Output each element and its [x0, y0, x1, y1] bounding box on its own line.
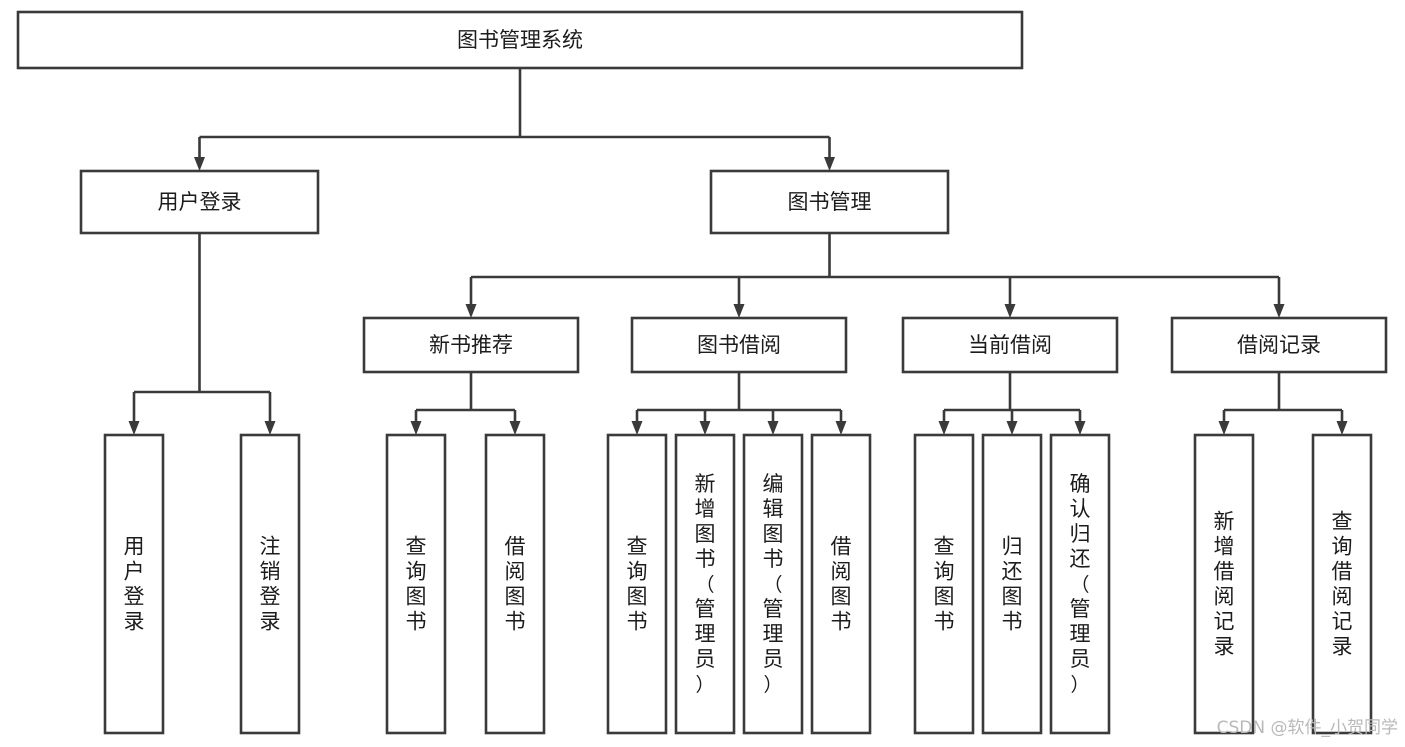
node-leaf-2[interactable]: 查询图书 [385, 433, 447, 735]
node-box[interactable] [606, 433, 668, 735]
arrow-head-icon [1273, 304, 1285, 318]
node-root-0[interactable]: 图书管理系统 [16, 10, 1024, 70]
node-box[interactable] [709, 169, 950, 235]
node-leaf-11[interactable]: 新增借阅记录 [1193, 433, 1255, 735]
node-l2-1[interactable]: 图书管理 [709, 169, 950, 235]
node-label: 图书借阅 [697, 333, 781, 357]
node-label: 归还图书 [1002, 535, 1023, 634]
node-box[interactable] [385, 433, 447, 735]
node-label: 注销登录 [260, 535, 281, 634]
node-box[interactable] [16, 10, 1024, 70]
arrow-head-icon [733, 304, 745, 318]
connector-group-user-login [128, 233, 276, 435]
node-leaf-12[interactable]: 查询借阅记录 [1311, 433, 1373, 735]
arrow-head-icon [509, 421, 521, 435]
node-l3-0[interactable]: 新书推荐 [362, 316, 580, 374]
node-label: 当前借阅 [968, 333, 1052, 357]
arrow-head-icon [128, 421, 140, 435]
node-leaf-6[interactable]: 编辑图书（管理员） [742, 433, 804, 735]
connector-group-l3-3 [1218, 372, 1348, 435]
arrow-head-icon [1336, 421, 1348, 435]
node-label: 借阅图书 [831, 535, 852, 634]
arrow-head-icon [1218, 421, 1230, 435]
node-label: 查询图书 [406, 535, 427, 634]
node-box[interactable] [103, 433, 165, 735]
arrow-head-icon [410, 421, 422, 435]
node-box[interactable] [810, 433, 872, 735]
node-leaf-3[interactable]: 借阅图书 [484, 433, 546, 735]
node-box[interactable] [981, 433, 1043, 735]
node-label: 用户登录 [158, 190, 242, 214]
node-leaf-9[interactable]: 归还图书 [981, 433, 1043, 735]
node-box[interactable] [1170, 316, 1388, 374]
arrow-head-icon [465, 304, 477, 318]
node-label: 借阅图书 [505, 535, 526, 634]
connector-group-l3-1 [631, 372, 847, 435]
node-label: 新书推荐 [429, 333, 513, 357]
node-label: 查询借阅记录 [1332, 510, 1353, 659]
node-l3-1[interactable]: 图书借阅 [630, 316, 848, 374]
node-label: 查询图书 [934, 535, 955, 634]
node-box[interactable] [674, 433, 736, 735]
connector-layer [128, 68, 1348, 435]
node-l2-0[interactable]: 用户登录 [79, 169, 320, 235]
arrow-head-icon [1006, 421, 1018, 435]
node-box[interactable] [630, 316, 848, 374]
arrow-head-icon [824, 157, 835, 171]
arrow-head-icon [767, 421, 779, 435]
node-label: 新增图书（管理员） [695, 472, 716, 696]
node-box[interactable] [901, 316, 1119, 374]
arrow-head-icon [1004, 304, 1016, 318]
node-layer: 图书管理系统用户登录图书管理新书推荐图书借阅当前借阅借阅记录用户登录注销登录查询… [16, 10, 1388, 735]
node-box[interactable] [913, 433, 975, 735]
connector-group-root [194, 68, 835, 171]
node-box[interactable] [1193, 433, 1255, 735]
node-leaf-1[interactable]: 注销登录 [239, 433, 301, 735]
node-box[interactable] [1311, 433, 1373, 735]
node-label: 借阅记录 [1237, 333, 1321, 357]
arrow-head-icon [699, 421, 711, 435]
node-label: 图书管理系统 [457, 28, 583, 52]
csdn-watermark: CSDN @软件_小贺同学 [1217, 718, 1398, 738]
node-box[interactable] [742, 433, 804, 735]
node-l3-3[interactable]: 借阅记录 [1170, 316, 1388, 374]
node-label: 查询图书 [627, 535, 648, 634]
arrow-head-icon [938, 421, 950, 435]
node-box[interactable] [1049, 433, 1111, 735]
node-label: 图书管理 [788, 190, 872, 214]
node-label: 编辑图书（管理员） [763, 472, 784, 696]
arrow-head-icon [835, 421, 847, 435]
node-label: 新增借阅记录 [1214, 510, 1235, 659]
node-l3-2[interactable]: 当前借阅 [901, 316, 1119, 374]
node-leaf-7[interactable]: 借阅图书 [810, 433, 872, 735]
node-box[interactable] [79, 169, 320, 235]
arrow-head-icon [194, 157, 205, 171]
arrow-head-icon [264, 421, 276, 435]
node-label: 确认归还（管理员） [1070, 472, 1091, 696]
node-leaf-10[interactable]: 确认归还（管理员） [1049, 433, 1111, 735]
node-leaf-0[interactable]: 用户登录 [103, 433, 165, 735]
node-leaf-4[interactable]: 查询图书 [606, 433, 668, 735]
node-box[interactable] [484, 433, 546, 735]
node-leaf-5[interactable]: 新增图书（管理员） [674, 433, 736, 735]
connector-group-l3-2 [938, 372, 1086, 435]
connector-group-book-management [465, 233, 1285, 318]
arrow-head-icon [631, 421, 643, 435]
arrow-head-icon [1074, 421, 1086, 435]
node-box[interactable] [362, 316, 580, 374]
connector-group-l3-0 [410, 372, 521, 435]
node-leaf-8[interactable]: 查询图书 [913, 433, 975, 735]
node-label: 用户登录 [124, 535, 145, 634]
node-box[interactable] [239, 433, 301, 735]
